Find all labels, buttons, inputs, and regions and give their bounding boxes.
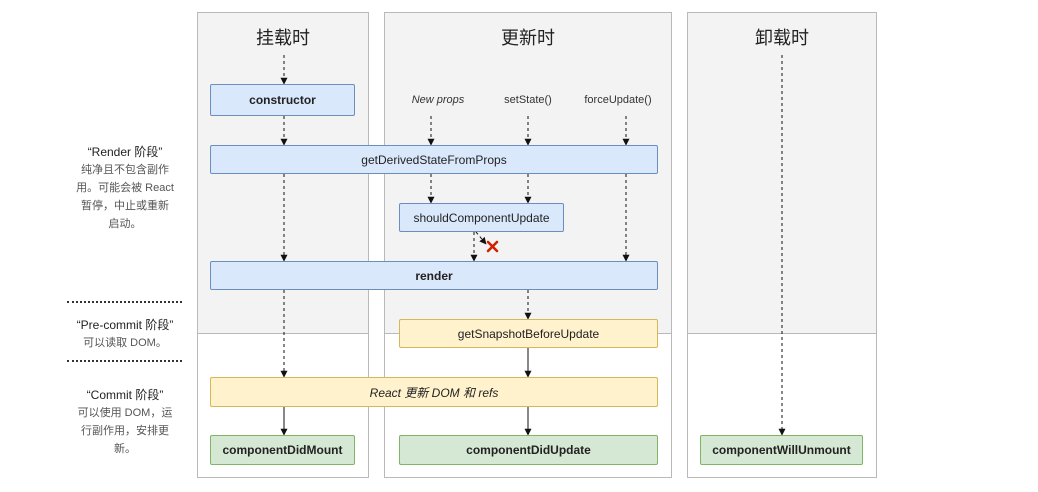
render-phase-title: “Render 阶段”: [87, 145, 163, 159]
commit-phase-desc-line: 行副作用，安排更: [81, 425, 169, 437]
unmount-phase-divider: [688, 333, 876, 334]
get-derived-state-from-props-node: getDerivedStateFromProps: [210, 145, 658, 174]
commit-phase-description: 可以使用 DOM，运 行副作用，安排更 新。: [50, 404, 200, 458]
mount-column-title: 挂载时: [256, 28, 310, 48]
render-phase-description: 纯净且不包含副作 用。可能会被 React 暂停，中止或重新 启动。: [50, 161, 200, 233]
component-will-unmount-node: componentWillUnmount: [700, 435, 863, 465]
mount-phase-divider: [198, 333, 368, 334]
precommit-phase-description: 可以读取 DOM。: [50, 334, 200, 352]
get-snapshot-before-update-node: getSnapshotBeforeUpdate: [399, 319, 658, 348]
render-node: render: [210, 261, 658, 290]
unmount-column-title: 卸载时: [755, 28, 809, 48]
commit-phase-desc-line: 新。: [114, 443, 136, 455]
render-phase-desc-line: 用。可能会被 React: [76, 182, 174, 194]
phase-separator-top: [67, 301, 182, 303]
phase-separator-bottom: [67, 360, 182, 362]
trigger-new-props: New props: [411, 94, 465, 106]
render-phase-desc-line: 纯净且不包含副作: [81, 164, 169, 176]
unmount-column-render-area: [688, 13, 876, 333]
precommit-phase-desc-line: 可以读取 DOM。: [83, 337, 167, 349]
trigger-setstate: setState(): [504, 94, 552, 106]
update-column-title: 更新时: [501, 28, 555, 48]
constructor-node: constructor: [210, 84, 355, 116]
precommit-phase-title: “Pre-commit 阶段”: [76, 318, 174, 332]
commit-phase-desc-line: 可以使用 DOM，运: [77, 407, 173, 419]
trigger-forceupdate: forceUpdate(): [584, 94, 652, 106]
render-phase-desc-line: 暂停，中止或重新: [81, 200, 169, 212]
react-update-dom-refs-node: React 更新 DOM 和 refs: [210, 377, 658, 407]
component-did-mount-node: componentDidMount: [210, 435, 355, 465]
commit-phase-title: “Commit 阶段”: [86, 388, 164, 402]
render-phase-desc-line: 启动。: [108, 218, 142, 230]
should-component-update-node: shouldComponentUpdate: [399, 203, 564, 232]
component-did-update-node: componentDidUpdate: [399, 435, 658, 465]
